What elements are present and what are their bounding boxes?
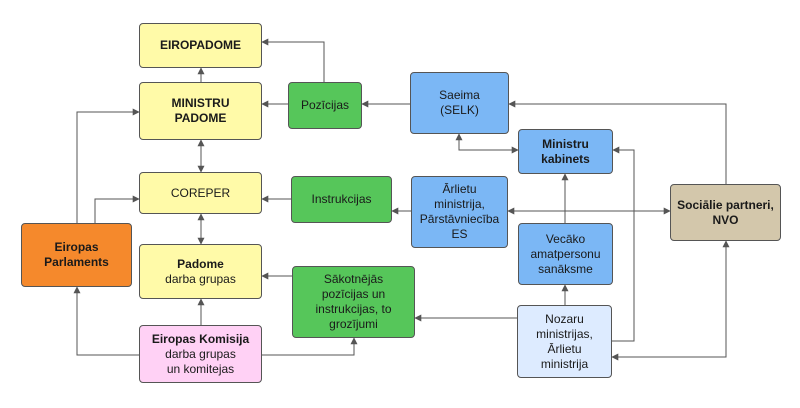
edge-komisija-to-parlaments [73, 286, 139, 356]
node-label: ministrija [540, 356, 589, 371]
node-label: Pārstāvniecība [419, 212, 500, 226]
node-saeima[interactable]: Saeima (SELK) [410, 72, 509, 134]
node-label: EIROPADOME [159, 38, 242, 52]
node-label: sanāksme [538, 261, 593, 276]
node-label: PADOME [174, 111, 227, 125]
node-label: ES [451, 227, 468, 241]
node-label: (SELK) [440, 103, 479, 117]
node-label: Ārlietu [547, 341, 582, 356]
edge-saeima-ministru-kabinets [455, 133, 519, 154]
node-label: grozījumi [329, 317, 378, 331]
node-padome-darba-grupas[interactable]: Padome darba grupas [139, 244, 262, 299]
node-instrukcijas[interactable]: Instrukcijas [291, 176, 392, 223]
node-label: darba grupas [165, 346, 236, 361]
node-label: amatpersonu [530, 246, 601, 261]
node-label: COREPER [170, 185, 231, 200]
node-label: ministrijas, [536, 326, 593, 341]
node-pozicijas[interactable]: Pozīcijas [288, 82, 362, 129]
edge-pozicijas-to-eiropadome [261, 38, 325, 82]
node-eiropadome[interactable]: EIROPADOME [139, 23, 262, 68]
edge-nozaru-to-ministru-kabinets [612, 146, 635, 342]
node-vecako-sanaksme[interactable]: Vecāko amatpersonu sanāksme [518, 223, 613, 285]
node-label: Parlaments [44, 255, 109, 269]
node-label: NVO [712, 212, 739, 227]
node-eiropas-komisija[interactable]: Eiropas Komisija darba grupas un komitej… [139, 325, 262, 383]
node-label: pozīcijas un [321, 287, 386, 301]
edge-komisija-to-sakotnejas [262, 337, 358, 356]
node-label: Ministru [542, 136, 589, 151]
node-ministru-padome[interactable]: MINISTRU PADOME [139, 82, 262, 140]
node-label: Eiropas Komisija [151, 331, 250, 346]
edge-nozaru-socialie-partneri [611, 240, 730, 361]
node-label: Nozaru [545, 311, 584, 326]
node-ministru-kabinets[interactable]: Ministru kabinets [518, 129, 613, 174]
node-coreper[interactable]: COREPER [139, 172, 262, 214]
node-nozaru-ministrijas[interactable]: Nozaru ministrijas, Ārlietu ministrija [517, 305, 612, 378]
node-label: Sākotnējās [323, 272, 384, 286]
node-label: Instrukcijas [311, 192, 372, 206]
node-label: MINISTRU [171, 96, 230, 110]
node-eiropas-parlaments[interactable]: Eiropas Parlaments [21, 223, 132, 287]
node-label: instrukcijas, to [315, 302, 392, 316]
node-label: ministrija, [434, 197, 485, 211]
node-socialie-partneri[interactable]: Sociālie partneri, NVO [670, 184, 781, 241]
node-label: Eiropas [54, 240, 99, 254]
node-arlietu-parstavnieciba[interactable]: Ārlietu ministrija, Pārstāvniecība ES [411, 176, 508, 248]
node-label: Pozīcijas [300, 98, 350, 112]
node-label: kabinets [541, 151, 590, 166]
node-label: Padome [177, 256, 224, 271]
node-label: Vecāko [545, 231, 586, 246]
node-label: darba grupas [165, 271, 236, 286]
node-label: Ārlietu [442, 182, 477, 196]
node-sakotnejas-pozicijas[interactable]: Sākotnējās pozīcijas un instrukcijas, to… [292, 266, 415, 338]
node-label: Saeima [439, 88, 480, 102]
edge-socialie-partneri-to-saeima [508, 100, 727, 184]
node-label: un komitejas [166, 361, 235, 376]
node-label: Sociālie partneri, [677, 197, 774, 212]
edge-parlaments-to-coreper [94, 195, 140, 223]
edge-parlaments-to-ministru-padome [76, 108, 140, 223]
